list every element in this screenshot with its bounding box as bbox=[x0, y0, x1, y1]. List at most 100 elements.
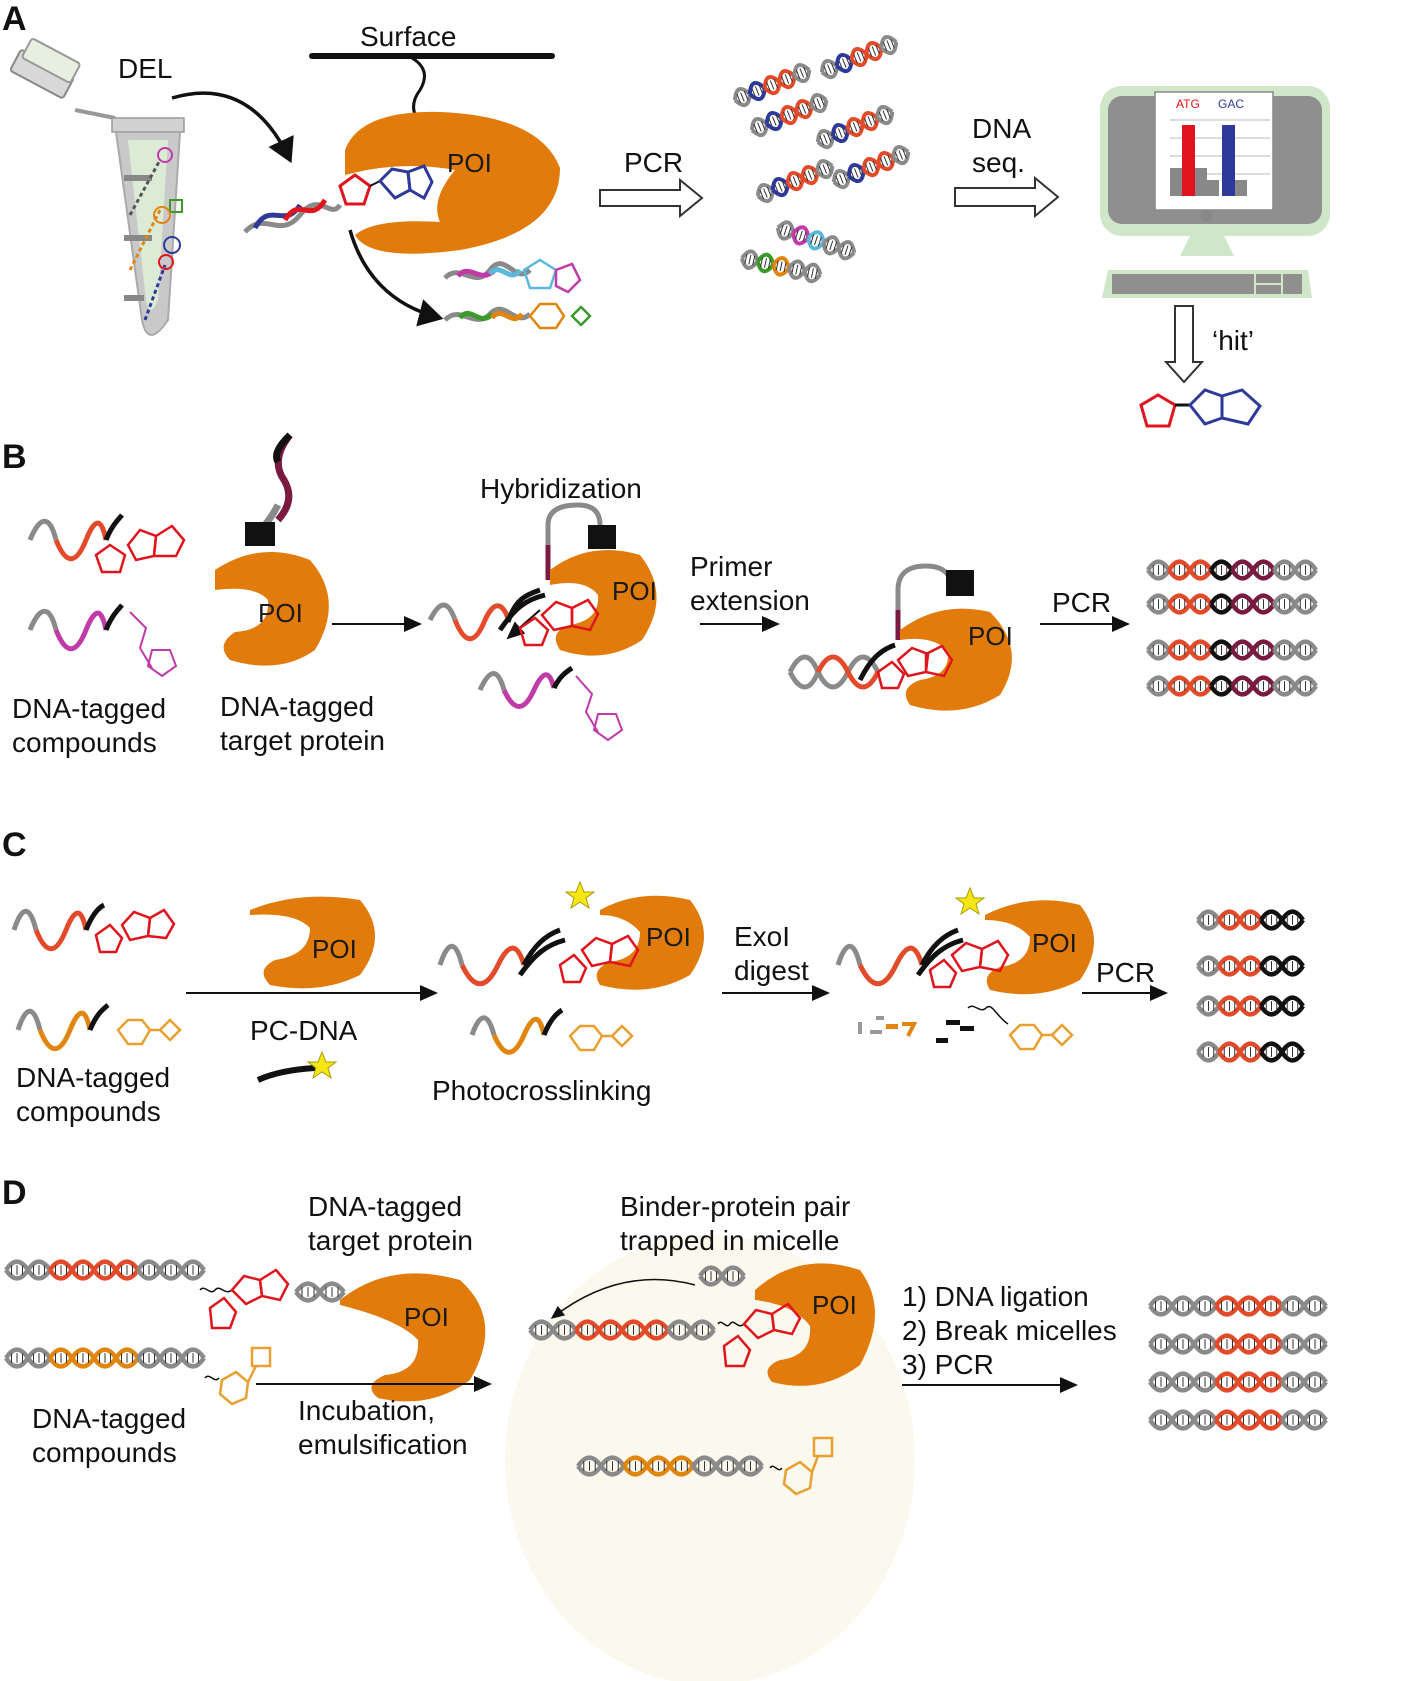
pc-dna-label: PC-DNA bbox=[250, 1015, 358, 1046]
panel-d: D DNA-tagged compounds DNA-tagged target… bbox=[2, 1174, 1328, 1681]
poi-label: POI bbox=[447, 148, 492, 178]
protein-poi-shape-d2 bbox=[755, 1263, 875, 1386]
amplified-dna-a bbox=[733, 35, 911, 284]
dna-helix bbox=[1196, 909, 1305, 931]
dna-tag-compound-d1 bbox=[4, 1259, 206, 1281]
dna-helix bbox=[776, 220, 857, 261]
dna-helix bbox=[4, 1259, 206, 1281]
protein-poi-shape-c2 bbox=[596, 895, 704, 990]
binder-label-2: trapped in micelle bbox=[620, 1225, 839, 1256]
surface-label: Surface bbox=[360, 21, 457, 52]
amplified-dna-b bbox=[1146, 559, 1318, 697]
panel-label-c: C bbox=[2, 826, 27, 864]
step-label-2: 2) Break micelles bbox=[902, 1315, 1117, 1346]
panel-c: C DNA-tagged compounds POI PC-DNA bbox=[2, 826, 1305, 1127]
orange-compound-micelle bbox=[769, 1436, 834, 1496]
protein-dna-tag-d bbox=[294, 1281, 346, 1303]
dna-helix bbox=[1148, 1333, 1328, 1355]
seq-label-atg: ATG bbox=[1176, 97, 1200, 111]
step-label-3: 3) PCR bbox=[902, 1349, 994, 1380]
arrow-wash bbox=[348, 229, 444, 327]
seq-bar-gac bbox=[1222, 125, 1235, 196]
dna-helix bbox=[750, 93, 829, 138]
dna-helix bbox=[4, 1347, 206, 1369]
ligation-arrow bbox=[550, 1278, 696, 1319]
photocrosslinking-label: Photocrosslinking bbox=[432, 1075, 651, 1106]
compounds-label-d-2: compounds bbox=[32, 1437, 177, 1468]
pcr-label-c: PCR bbox=[1096, 957, 1155, 988]
star-icon bbox=[954, 886, 986, 916]
red-compound-bound-b3 bbox=[876, 644, 954, 690]
dna-helix bbox=[528, 1319, 716, 1341]
dna-helix bbox=[294, 1281, 346, 1303]
open-arrow-dna-seq bbox=[954, 175, 1060, 219]
dna-helix bbox=[1196, 995, 1305, 1017]
panel-label-d: D bbox=[2, 1174, 27, 1212]
protein-poi-shape-c3 bbox=[985, 900, 1094, 995]
hybridization-label: Hybridization bbox=[480, 473, 642, 504]
seq-label-gac: GAC bbox=[1218, 97, 1244, 111]
dna-nonbinder-micelle bbox=[576, 1455, 764, 1477]
red-compound-bound-b bbox=[518, 598, 600, 647]
poi-label-c1: POI bbox=[312, 934, 357, 964]
dna-tag-compound-c1 bbox=[33, 910, 89, 952]
seq-bar-atg bbox=[1182, 125, 1195, 196]
dna-seq-label-2: seq. bbox=[972, 147, 1025, 178]
protein-poi-shape-d1 bbox=[340, 1273, 486, 1402]
red-compound-bound-c2 bbox=[558, 934, 640, 984]
open-arrow-pcr-a bbox=[599, 177, 704, 219]
dna-helix bbox=[1146, 675, 1318, 697]
dna-helix bbox=[1146, 559, 1318, 581]
protein-poi-shape bbox=[345, 111, 560, 254]
extended-duplex bbox=[787, 642, 896, 690]
dna-helix bbox=[698, 1265, 746, 1287]
seq-bar bbox=[1195, 168, 1207, 196]
digested-fragments bbox=[858, 1016, 974, 1043]
red-compound-1 bbox=[94, 524, 186, 574]
dna-helix bbox=[1196, 955, 1305, 977]
dna-helix bbox=[740, 249, 823, 284]
dna-helix bbox=[1148, 1409, 1328, 1431]
bound-compound bbox=[338, 164, 434, 206]
red-compound-micelle bbox=[717, 1302, 802, 1368]
star-icon bbox=[564, 880, 596, 910]
target-label-d-1: DNA-tagged bbox=[308, 1191, 462, 1222]
dna-tag-compound-d2 bbox=[4, 1347, 206, 1369]
protein-poi-shape-b2 bbox=[550, 550, 657, 656]
target-label-b-2: target protein bbox=[220, 725, 385, 756]
compounds-label-c-1: DNA-tagged bbox=[16, 1062, 170, 1093]
binder-label-1: Binder-protein pair bbox=[620, 1191, 850, 1222]
target-label-b-1: DNA-tagged bbox=[220, 691, 374, 722]
arrow-del-to-poi bbox=[171, 91, 294, 164]
open-arrow-hit bbox=[1163, 305, 1205, 384]
unbound-compounds bbox=[443, 258, 592, 330]
dna-helix bbox=[733, 63, 812, 108]
step-label-1: 1) DNA ligation bbox=[902, 1281, 1089, 1312]
dna-helix bbox=[1146, 639, 1318, 661]
primer-label-2: extension bbox=[690, 585, 810, 616]
dna-helix bbox=[1146, 593, 1318, 615]
orange-compound-d1 bbox=[204, 1346, 272, 1406]
hit-label: ‘hit’ bbox=[1212, 325, 1254, 356]
poi-label-c3: POI bbox=[1032, 928, 1077, 958]
compounds-label-b-2: compounds bbox=[12, 727, 157, 758]
star-icon bbox=[306, 1050, 338, 1080]
compounds-label-b-1: DNA-tagged bbox=[12, 693, 166, 724]
red-compound-bound-c3 bbox=[928, 939, 1010, 989]
pcr-label-b: PCR bbox=[1052, 587, 1111, 618]
dna-helix bbox=[820, 35, 899, 80]
seq-bar bbox=[1235, 180, 1247, 196]
red-compound-c1 bbox=[94, 908, 176, 954]
panel-b: B DNA-tagged compounds POI DNA-tagged ta… bbox=[2, 432, 1318, 758]
amplified-dna-c bbox=[1196, 909, 1305, 1063]
dna-tag-compound-2 bbox=[53, 610, 109, 652]
incubation-label-2: emulsification bbox=[298, 1429, 468, 1460]
monitor-icon bbox=[1100, 86, 1330, 298]
orange-compound-c bbox=[116, 1018, 182, 1046]
compounds-label-c-2: compounds bbox=[16, 1096, 161, 1127]
exo-label-2: digest bbox=[734, 955, 809, 986]
tag-linker-block bbox=[245, 522, 275, 546]
panel-a: A DEL Surface bbox=[2, 0, 1330, 428]
poi-label-b2: POI bbox=[612, 576, 657, 606]
dna-helix bbox=[576, 1455, 764, 1477]
